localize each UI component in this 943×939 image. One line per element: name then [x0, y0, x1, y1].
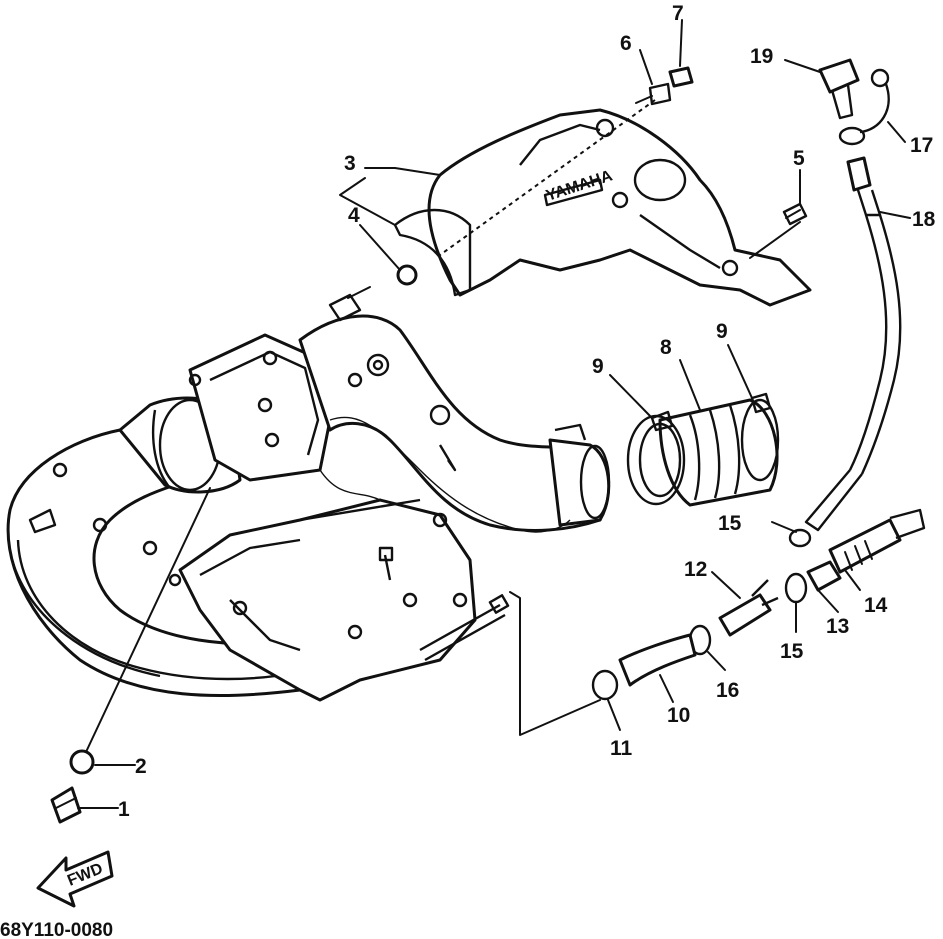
callout-2: 2 — [135, 755, 147, 778]
hose-clamp-part-9-right — [740, 392, 780, 482]
callout-17: 17 — [910, 134, 933, 157]
leader-lines — [77, 19, 911, 809]
bolt-part-1 — [50, 786, 82, 824]
cap-part-7 — [668, 66, 694, 88]
callout-14: 14 — [864, 594, 888, 617]
callout-16: 16 — [716, 679, 739, 702]
joint-hose-part-8 — [658, 398, 779, 507]
callout-7: 7 — [672, 2, 684, 25]
callout-8: 8 — [660, 336, 672, 359]
diagram-code: 68Y110-0080 — [0, 920, 113, 939]
cap-part-19 — [818, 58, 860, 120]
callout-18: 18 — [912, 208, 936, 231]
callout-15-upper: 15 — [718, 512, 742, 535]
callout-13: 13 — [826, 615, 849, 638]
plug-part-2 — [69, 749, 95, 775]
tee-joint-part-12 — [718, 579, 779, 637]
exhaust-cover: YAMAHA — [393, 108, 812, 307]
exhaust-manifold-assembly — [6, 286, 611, 702]
callout-3: 3 — [344, 152, 356, 175]
hose-clamp-part-9-left — [626, 410, 686, 506]
callout-9-right: 9 — [716, 320, 728, 343]
clip-part-5 — [782, 202, 808, 226]
callout-numbers: 7 6 19 17 5 3 4 18 9 8 9 15 12 14 13 15 … — [118, 2, 936, 821]
callout-4: 4 — [348, 204, 360, 227]
callout-9-left: 9 — [592, 355, 604, 378]
hose-part-10 — [618, 633, 697, 687]
callout-6: 6 — [620, 32, 632, 55]
bolt-part-6 — [635, 82, 672, 106]
sleeve-part-13 — [806, 560, 842, 592]
callout-12: 12 — [684, 558, 707, 581]
strap-part-17 — [838, 68, 890, 146]
clamp-part-15-upper — [788, 528, 812, 548]
clamp-part-11 — [591, 669, 619, 701]
clamp-part-15-lower — [784, 572, 808, 604]
callout-5: 5 — [793, 147, 805, 170]
fwd-arrow: FWD — [36, 850, 114, 908]
water-hose-part-18 — [804, 156, 902, 532]
callout-19: 19 — [750, 45, 773, 68]
callout-15-lower: 15 — [780, 640, 804, 663]
callout-10: 10 — [667, 704, 690, 727]
grommet-part-4 — [396, 264, 418, 286]
fitting-part-14 — [828, 508, 926, 574]
callout-1: 1 — [118, 798, 130, 821]
callout-11: 11 — [610, 737, 633, 760]
